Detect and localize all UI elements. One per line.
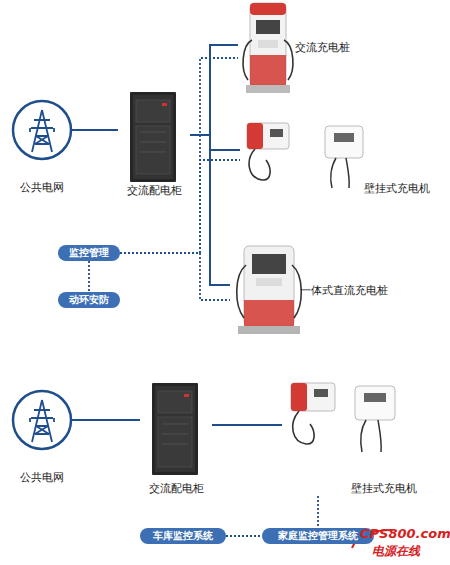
node-label: 交流充电桩: [295, 40, 363, 54]
node-label: 公共电网: [12, 470, 72, 484]
monitor-pill: 监控管理: [58, 245, 120, 261]
ac-charging-pile-image: [243, 3, 293, 93]
pill-label: 监控管理: [58, 246, 120, 260]
dc-pile-node: 一体式直流充电桩: [230, 240, 415, 338]
power-line: [190, 135, 230, 285]
node-label: 壁挂式充电机: [358, 181, 435, 195]
dotted-connector: [226, 535, 262, 537]
cabinet-node: 交流配电柜: [140, 381, 212, 495]
node-label: 壁挂式充电机: [340, 481, 428, 495]
power-line: [212, 424, 282, 426]
home-monitor-pill: 家庭监控管理系统: [262, 528, 374, 544]
dc-charging-pile-image: [237, 246, 302, 334]
power-line: [72, 129, 118, 131]
watermark-text: 电源在线: [372, 543, 420, 560]
pill-label: 家庭监控管理系统: [262, 529, 374, 543]
node-label: 一体式直流充电桩: [300, 283, 412, 297]
wall-charger-node: 壁挂式充电机: [282, 376, 432, 496]
power-grid-node: 公共电网: [12, 100, 72, 196]
power-line: [72, 419, 140, 421]
node-label: 交流配电柜: [140, 481, 212, 495]
security-pill: 动环安防: [58, 292, 120, 308]
dotted-connector: [120, 253, 230, 300]
pill-label: 车库监控系统: [140, 529, 226, 543]
dotted-connector: [120, 58, 238, 253]
power-line: [190, 135, 240, 150]
ac-pile-node: 交流充电桩: [238, 0, 363, 96]
wall-charger-image: [247, 123, 363, 188]
dotted-connector: [317, 496, 319, 528]
dotted-connector: [88, 261, 90, 292]
distribution-cabinet-image: [130, 92, 176, 182]
wall-charger-image: [291, 383, 395, 452]
wall-charger-node: 壁挂式充电机: [240, 118, 435, 198]
pill-label: 动环安防: [58, 293, 120, 307]
garage-monitor-pill: 车库监控系统: [140, 528, 226, 544]
power-grid-node: 公共电网: [12, 390, 72, 486]
node-label: 交流配电柜: [118, 183, 190, 197]
distribution-cabinet-image: [152, 383, 198, 475]
power-tower-icon: [13, 101, 71, 159]
watermark-text: CPS800.com: [360, 526, 450, 541]
node-label: 公共电网: [12, 180, 72, 194]
power-tower-icon: [13, 391, 71, 449]
cabinet-node: 交流配电柜: [118, 90, 190, 198]
